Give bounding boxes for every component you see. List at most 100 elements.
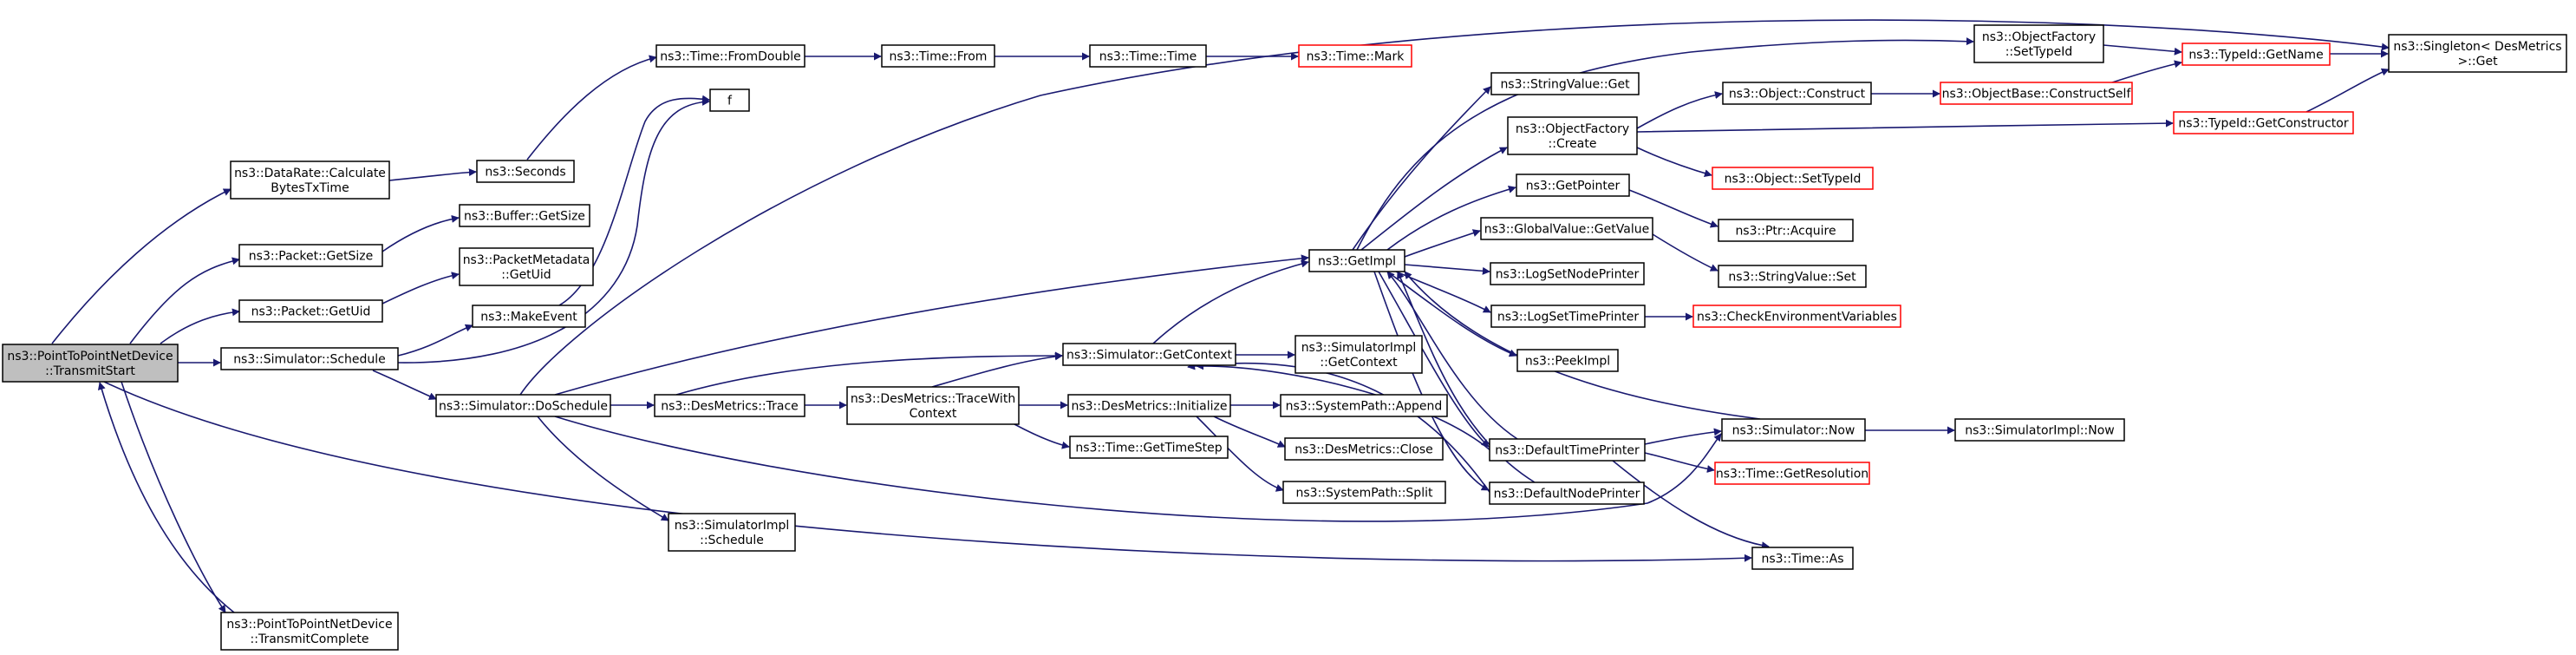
- node-logsettime[interactable]: ns3::LogSetTimePrinter: [1490, 305, 1646, 328]
- node-doschedule[interactable]: ns3::Simulator::DoSchedule: [435, 394, 611, 417]
- node-simimplnow[interactable]: ns3::SimulatorImpl::Now: [1954, 418, 2125, 442]
- node-getres[interactable]: ns3::Time::GetResolution: [1714, 462, 1870, 485]
- node-box[interactable]: [435, 394, 611, 417]
- node-box[interactable]: [220, 347, 399, 370]
- node-box[interactable]: [846, 386, 1020, 425]
- node-box[interactable]: [1718, 265, 1867, 288]
- node-box[interactable]: [1489, 438, 1646, 462]
- node-box[interactable]: [1954, 418, 2125, 442]
- node-box[interactable]: [1516, 174, 1630, 197]
- node-box[interactable]: [1490, 262, 1645, 285]
- node-box[interactable]: [1067, 394, 1231, 417]
- node-box[interactable]: [668, 513, 796, 552]
- node-box[interactable]: [1480, 217, 1653, 240]
- node-from[interactable]: ns3::Time::From: [881, 44, 995, 68]
- node-trace[interactable]: ns3::DesMetrics::Trace: [654, 394, 805, 417]
- node-timeas[interactable]: ns3::Time::As: [1751, 547, 1854, 570]
- node-box[interactable]: [1069, 436, 1229, 459]
- node-singleton[interactable]: ns3::Singleton< DesMetrics>::Get: [2388, 34, 2567, 73]
- node-box[interactable]: [2173, 111, 2354, 134]
- node-box[interactable]: [709, 88, 750, 112]
- node-box[interactable]: [1718, 219, 1854, 242]
- node-ofsettypeid[interactable]: ns3::ObjectFactory::SetTypeId: [1973, 24, 2104, 63]
- node-box[interactable]: [1490, 305, 1646, 328]
- node-logsetnode[interactable]: ns3::LogSetNodePrinter: [1490, 262, 1645, 285]
- node-box[interactable]: [1751, 547, 1854, 570]
- node-box[interactable]: [476, 160, 575, 183]
- node-box[interactable]: [459, 247, 594, 286]
- node-box[interactable]: [238, 299, 383, 323]
- node-initialize[interactable]: ns3::DesMetrics::Initialize: [1067, 394, 1231, 417]
- node-box[interactable]: [2181, 43, 2331, 66]
- node-seconds[interactable]: ns3::Seconds: [476, 160, 575, 183]
- node-bgetsize[interactable]: ns3::Buffer::GetSize: [459, 204, 590, 227]
- node-fromdouble[interactable]: ns3::Time::FromDouble: [655, 44, 805, 68]
- node-box[interactable]: [2388, 34, 2567, 73]
- node-objconstruct[interactable]: ns3::Object::Construct: [1722, 82, 1872, 105]
- node-ptracquire[interactable]: ns3::Ptr::Acquire: [1718, 219, 1854, 242]
- node-append[interactable]: ns3::SystemPath::Append: [1280, 394, 1448, 417]
- node-pmgetuid[interactable]: ns3::PacketMetadata::GetUid: [459, 247, 594, 286]
- node-box[interactable]: [220, 612, 399, 651]
- node-simnow[interactable]: ns3::Simulator::Now: [1721, 418, 1866, 442]
- node-box[interactable]: [1308, 249, 1405, 272]
- node-box[interactable]: [1284, 437, 1444, 461]
- node-box[interactable]: [1298, 44, 1412, 68]
- node-pgetsize[interactable]: ns3::Packet::GetSize: [238, 244, 383, 267]
- node-box[interactable]: [1062, 343, 1236, 366]
- node-deftime[interactable]: ns3::DefaultTimePrinter: [1489, 438, 1646, 462]
- node-strset[interactable]: ns3::StringValue::Set: [1718, 265, 1867, 288]
- node-checkenv[interactable]: ns3::CheckEnvironmentVariables: [1692, 305, 1901, 328]
- node-gvgetvalue[interactable]: ns3::GlobalValue::GetValue: [1480, 217, 1653, 240]
- node-box[interactable]: [1280, 394, 1448, 417]
- node-box[interactable]: [1516, 349, 1619, 372]
- node-box[interactable]: [2, 344, 179, 383]
- node-objsettypeid[interactable]: ns3::Object::SetTypeId: [1712, 167, 1874, 190]
- node-box[interactable]: [1089, 44, 1207, 68]
- node-getcontext[interactable]: ns3::Simulator::GetContext: [1062, 343, 1236, 366]
- node-box[interactable]: [1489, 481, 1645, 505]
- node-box[interactable]: [1940, 82, 2133, 105]
- node-box[interactable]: [1295, 335, 1423, 374]
- node-box[interactable]: [1490, 72, 1640, 95]
- node-box[interactable]: [1692, 305, 1901, 328]
- node-box[interactable]: [1722, 82, 1872, 105]
- node-obconstructself[interactable]: ns3::ObjectBase::ConstructSelf: [1940, 82, 2133, 105]
- node-pgetuid[interactable]: ns3::Packet::GetUid: [238, 299, 383, 323]
- node-strget[interactable]: ns3::StringValue::Get: [1490, 72, 1640, 95]
- node-box[interactable]: [881, 44, 995, 68]
- node-ofcreate[interactable]: ns3::ObjectFactory::Create: [1507, 116, 1638, 155]
- node-box[interactable]: [1714, 462, 1870, 485]
- node-box[interactable]: [1282, 481, 1446, 504]
- node-typeidgetname[interactable]: ns3::TypeId::GetName: [2181, 43, 2331, 66]
- node-close[interactable]: ns3::DesMetrics::Close: [1284, 437, 1444, 461]
- node-getimpl[interactable]: ns3::GetImpl: [1308, 249, 1405, 272]
- node-box[interactable]: [655, 44, 805, 68]
- node-f[interactable]: f: [709, 88, 750, 112]
- node-box[interactable]: [238, 244, 383, 267]
- node-getpointer[interactable]: ns3::GetPointer: [1516, 174, 1630, 197]
- node-peekimpl[interactable]: ns3::PeekImpl: [1516, 349, 1619, 372]
- node-box[interactable]: [1973, 24, 2104, 63]
- node-box[interactable]: [1507, 116, 1638, 155]
- node-box[interactable]: [1712, 167, 1874, 190]
- node-tcomplete[interactable]: ns3::PointToPointNetDevice::TransmitComp…: [220, 612, 399, 651]
- node-timetime[interactable]: ns3::Time::Time: [1089, 44, 1207, 68]
- node-box[interactable]: [459, 204, 590, 227]
- node-schedule[interactable]: ns3::Simulator::Schedule: [220, 347, 399, 370]
- node-makeevent[interactable]: ns3::MakeEvent: [472, 305, 586, 328]
- node-box[interactable]: [472, 305, 586, 328]
- node-simimplschedule[interactable]: ns3::SimulatorImpl::Schedule: [668, 513, 796, 552]
- node-box[interactable]: [230, 160, 390, 200]
- node-typeidgetctor[interactable]: ns3::TypeId::GetConstructor: [2173, 111, 2354, 134]
- node-box[interactable]: [654, 394, 805, 417]
- node-simimplgetctx[interactable]: ns3::SimulatorImpl::GetContext: [1295, 335, 1423, 374]
- node-tstart[interactable]: ns3::PointToPointNetDevice::TransmitStar…: [2, 344, 179, 383]
- node-mark[interactable]: ns3::Time::Mark: [1298, 44, 1412, 68]
- node-split[interactable]: ns3::SystemPath::Split: [1282, 481, 1446, 504]
- node-defnode[interactable]: ns3::DefaultNodePrinter: [1489, 481, 1645, 505]
- node-box[interactable]: [1721, 418, 1866, 442]
- node-gettimestep[interactable]: ns3::Time::GetTimeStep: [1069, 436, 1229, 459]
